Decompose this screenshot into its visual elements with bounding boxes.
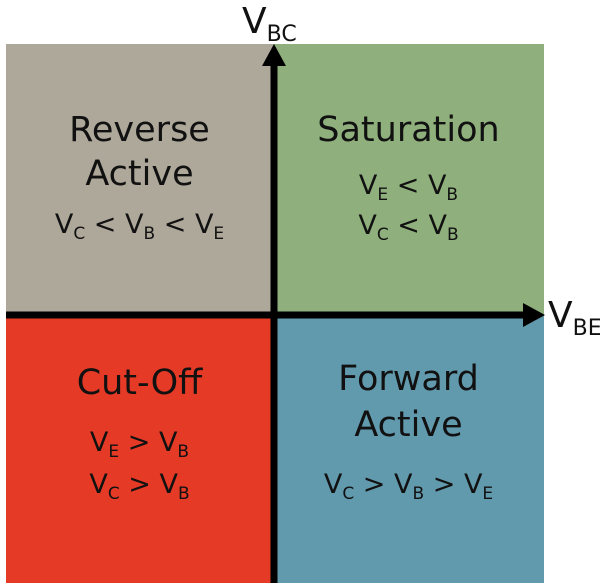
voltage-subscript: E: [377, 185, 389, 205]
vbc-axis-label-sub: BC: [266, 22, 297, 47]
forward-active-title-line-1: Forward: [338, 359, 479, 399]
comparison-operator: <: [155, 209, 195, 240]
voltage-symbol: V: [159, 469, 178, 500]
voltage-subscript: B: [446, 225, 459, 245]
voltage-subscript: E: [213, 224, 225, 244]
voltage-subscript: C: [342, 484, 355, 504]
forward-active-region: Forward Active VC > VB > VE: [273, 315, 544, 583]
comparison-operator: >: [119, 469, 160, 500]
voltage-symbol: V: [358, 210, 377, 241]
voltage-subscript: E: [108, 442, 120, 462]
voltage-symbol: V: [358, 170, 378, 201]
comparison-operator: <: [85, 209, 125, 240]
reverse-active-title-line-2: Active: [85, 154, 194, 194]
cut-off-region: Cut-Off VE > VB VC > VB: [6, 315, 273, 583]
voltage-subscript: C: [73, 224, 86, 244]
horizontal-axis-arrowhead: [523, 303, 545, 327]
voltage-symbol: V: [393, 469, 413, 500]
voltage-symbol: V: [194, 209, 214, 240]
cut-off-condition-2: VC > VB: [6, 465, 273, 514]
comparison-operator: <: [388, 170, 428, 201]
voltage-symbol: V: [158, 427, 178, 458]
saturation-title: Saturation: [317, 110, 500, 150]
voltage-symbol: V: [428, 210, 447, 241]
voltage-subscript: C: [376, 225, 389, 245]
reverse-active-condition: VC < VB < VE: [6, 205, 273, 254]
voltage-subscript: B: [412, 484, 425, 504]
forward-active-condition: VC > VB > VE: [273, 465, 544, 514]
comparison-operator: >: [119, 427, 159, 458]
vbe-axis-label: VBE: [548, 296, 600, 349]
voltage-symbol: V: [89, 427, 109, 458]
voltage-subscript: B: [143, 224, 156, 244]
saturation-condition-2: VC < VB: [273, 206, 544, 255]
forward-active-title-line-2: Active: [354, 405, 463, 445]
voltage-subscript: B: [446, 185, 459, 205]
vbe-axis-label-main: V: [548, 295, 573, 336]
vbc-axis-label-main: V: [242, 1, 267, 42]
voltage-subscript: B: [177, 442, 190, 462]
voltage-symbol: V: [89, 469, 108, 500]
comparison-operator: <: [388, 210, 429, 241]
vbc-axis-label: VBC: [242, 2, 297, 55]
saturation-region: Saturation VE < VB VC < VB: [273, 44, 544, 315]
comparison-operator: >: [354, 469, 394, 500]
voltage-symbol: V: [427, 170, 447, 201]
reverse-active-title-line-1: Reverse: [69, 110, 210, 150]
comparison-operator: >: [424, 469, 464, 500]
voltage-subscript: C: [107, 484, 120, 504]
voltage-symbol: V: [323, 469, 343, 500]
vbe-axis-label-sub: BE: [572, 316, 600, 341]
vertical-axis-arrowhead: [262, 44, 286, 66]
cut-off-title: Cut-Off: [76, 363, 203, 403]
voltage-symbol: V: [124, 209, 144, 240]
voltage-subscript: E: [482, 484, 494, 504]
voltage-symbol: V: [54, 209, 74, 240]
cut-off-condition-1: VE > VB: [6, 423, 273, 472]
saturation-condition-1: VE < VB: [273, 166, 544, 215]
reverse-active-region: Reverse Active VC < VB < VE: [6, 44, 273, 315]
voltage-symbol: V: [463, 469, 483, 500]
voltage-subscript: B: [177, 484, 190, 504]
